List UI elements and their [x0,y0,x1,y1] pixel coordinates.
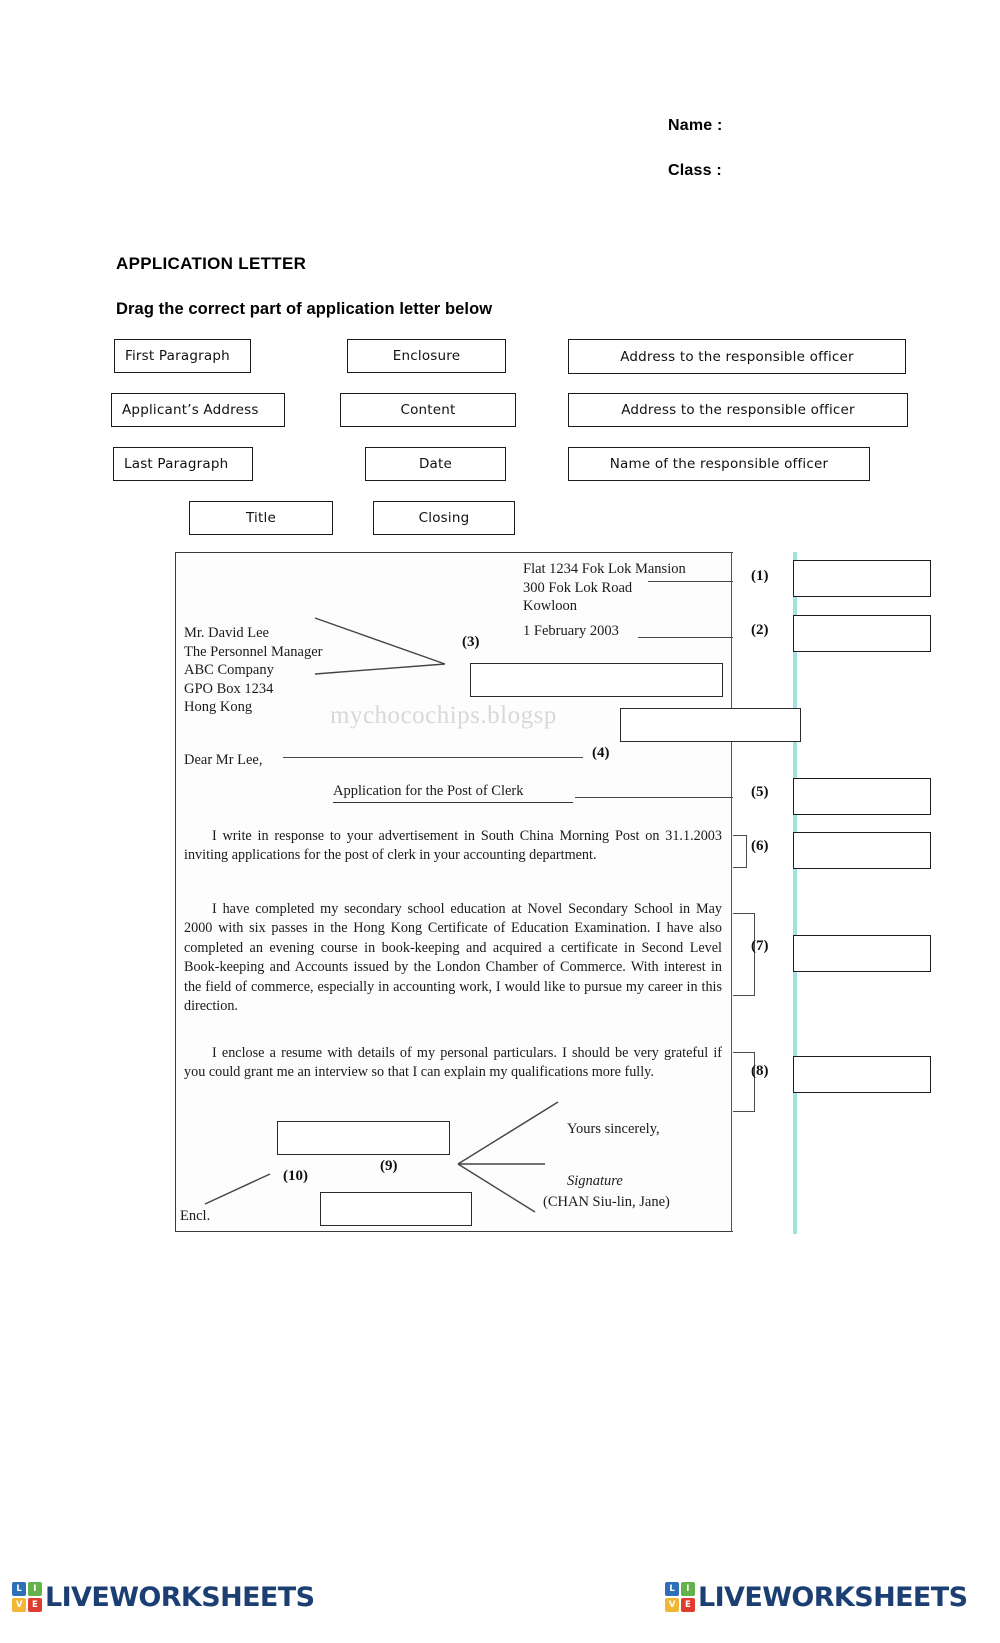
leader-line-4 [283,757,583,758]
logo-cell-i: I [680,1582,695,1597]
page-title: APPLICATION LETTER [116,254,307,273]
logo-cell-e: E [27,1597,42,1612]
draggable-tile[interactable]: First Paragraph [114,339,251,373]
answer-blank-9[interactable] [277,1121,450,1155]
marker-5: (5) [751,784,769,800]
draggable-tile[interactable]: Applicant’s Address [111,393,285,427]
letter-paragraph-2: I have completed my secondary school edu… [184,901,722,1015]
salutation: Dear Mr Lee, [184,752,263,768]
subject-underline [333,802,573,803]
marker-10: (10) [283,1168,308,1184]
logo-cell-e: E [680,1597,695,1612]
recipient-address: Mr. David Lee The Personnel Manager ABC … [184,625,323,715]
signature-name: (CHAN Siu-lin, Jane) [543,1194,670,1210]
leader-line-2 [638,637,733,638]
liveworksheets-wordmark: LIVEWORKSHEETS [45,1581,315,1613]
answer-dropzone-8[interactable] [793,1056,931,1093]
draggable-tile[interactable]: Last Paragraph [113,447,253,481]
draggable-tile[interactable]: Title [189,501,333,535]
letter-image: mychocochips.blogsp Flat 1234 Fok Lok Ma… [175,552,795,1234]
leader-line-1 [648,581,733,582]
answer-dropzone-5[interactable] [793,778,931,815]
logo-cell-l: L [12,1582,27,1597]
letter-paragraph-3: I enclose a resume with details of my pe… [184,1045,722,1081]
marker-6: (6) [751,838,769,854]
signature-label: Signature [567,1173,623,1189]
draggable-tile[interactable]: Address to the responsible officer [568,339,906,374]
logo-cell-v: V [665,1597,680,1612]
logo-cell-l: L [665,1582,680,1597]
subject-line: Application for the Post of Clerk [333,783,524,799]
draggable-tile[interactable]: Address to the responsible officer [568,393,908,427]
liveworksheets-wordmark: LIVEWORKSHEETS [698,1581,968,1613]
marker-3: (3) [462,634,480,650]
letter-date: 1 February 2003 [523,623,619,639]
closing-text: Yours sincerely, [567,1121,660,1137]
sender-address: Flat 1234 Fok Lok Mansion 300 Fok Lok Ro… [523,561,686,614]
logo-cell-v: V [12,1597,27,1612]
marker-9: (9) [380,1158,398,1174]
answer-dropzone-7[interactable] [793,935,931,972]
answer-dropzone-1[interactable] [793,560,931,597]
class-field-label: Class : [668,162,722,179]
draggable-tile[interactable]: Enclosure [347,339,506,373]
letter-right-rule [731,552,732,1232]
enclosure-text: Encl. [180,1208,211,1224]
watermark-text: mychocochips.blogsp [330,702,557,729]
logo-cell-i: I [27,1582,42,1597]
marker-4: (4) [592,745,610,761]
answer-blank-4[interactable] [620,708,801,742]
draggable-tile[interactable]: Closing [373,501,515,535]
letter-paragraph-1: I write in response to your advertisemen… [184,828,722,864]
draggable-tile[interactable]: Name of the responsible officer [568,447,870,481]
connector-lines [204,617,559,1213]
draggable-tile[interactable]: Content [340,393,516,427]
answer-blank-10[interactable] [320,1192,472,1226]
name-field-label: Name : [668,117,723,134]
answer-dropzone-2[interactable] [793,615,931,652]
bracket-7 [733,913,755,996]
marker-1: (1) [751,568,769,584]
teal-divider [793,552,797,1234]
bracket-6 [733,835,747,868]
marker-8: (8) [751,1063,769,1079]
answer-blank-3[interactable] [470,663,723,697]
instruction-text: Drag the correct part of application let… [116,300,493,318]
bracket-8 [733,1052,755,1112]
answer-dropzone-6[interactable] [793,832,931,869]
marker-7: (7) [751,938,769,954]
leader-line-5 [575,797,733,798]
draggable-tile[interactable]: Date [365,447,506,481]
marker-2: (2) [751,622,769,638]
